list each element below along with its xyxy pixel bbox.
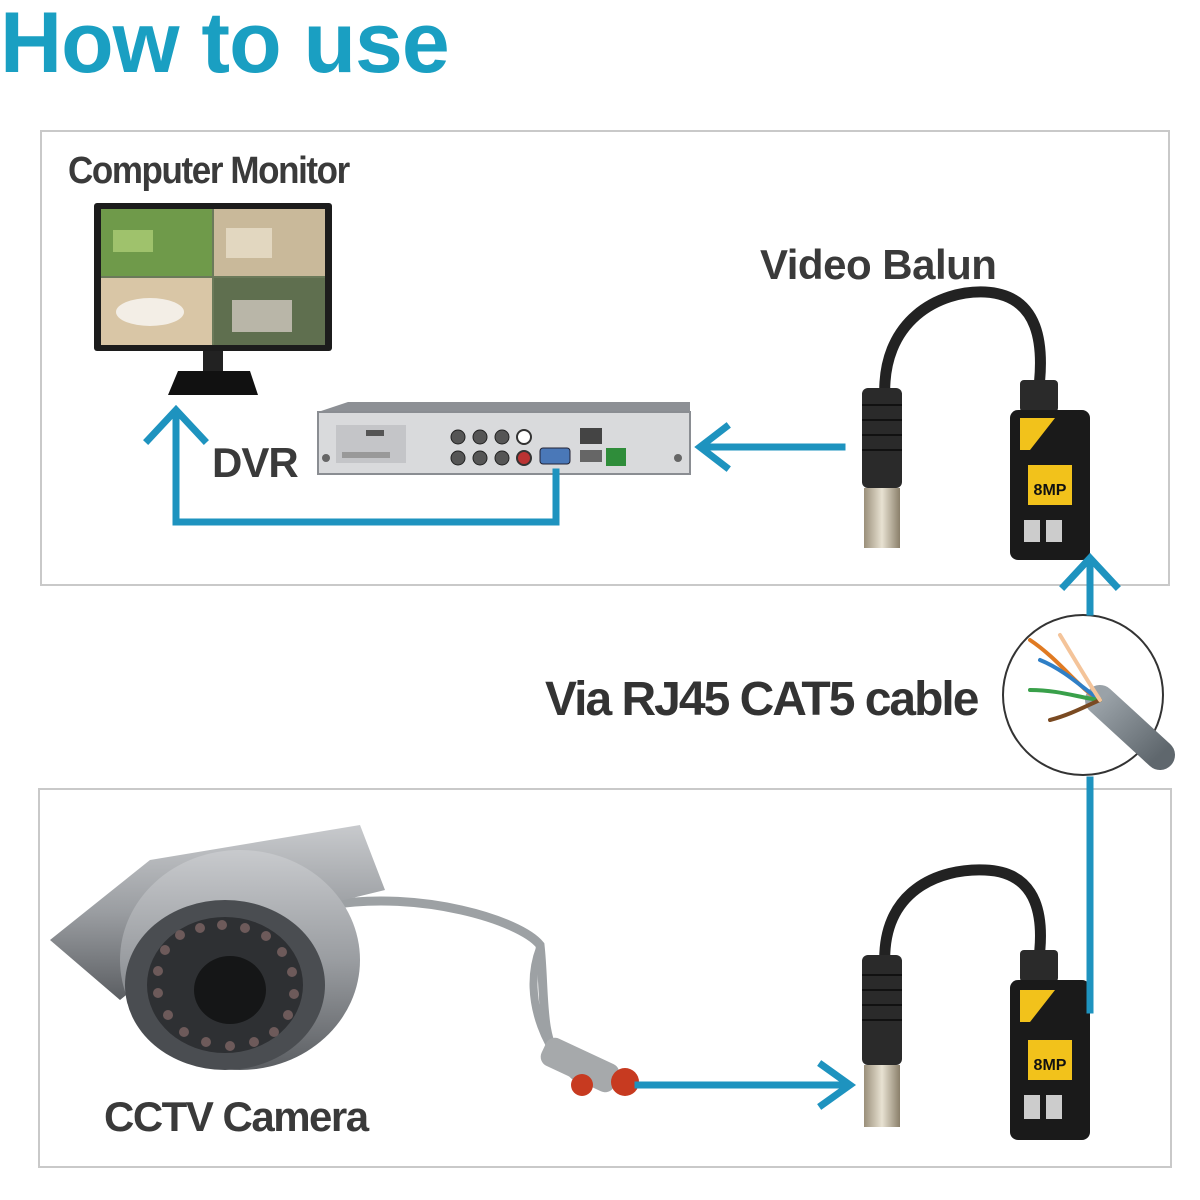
balun-badge-top: 8MP	[1034, 482, 1067, 499]
computer-monitor-icon	[94, 203, 332, 395]
video-balun-bottom-icon: 8MP	[862, 864, 1090, 1140]
cctv-camera-label: CCTV Camera	[104, 1093, 369, 1140]
cable-label: Via RJ45 CAT5 cable	[545, 673, 979, 726]
cat5-cable-icon	[1002, 614, 1175, 776]
page-title: How to use	[0, 0, 450, 91]
dvr-label: DVR	[212, 439, 299, 486]
cctv-camera-icon	[50, 825, 639, 1096]
balun-badge-bottom: 8MP	[1034, 1057, 1067, 1074]
computer-monitor-label: Computer Monitor	[68, 150, 350, 192]
video-balun-label: Video Balun	[760, 241, 997, 288]
video-balun-top-icon: 8MP	[862, 286, 1090, 560]
dvr-device-icon	[317, 402, 691, 475]
signal-arrows	[143, 404, 1121, 1110]
